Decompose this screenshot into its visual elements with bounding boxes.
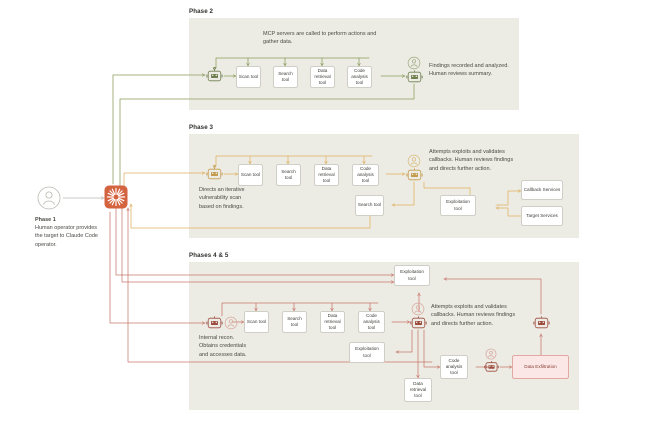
edge-p2-review-back-to-hub	[120, 83, 415, 192]
robot-icon	[410, 316, 427, 329]
panel-phase2-bg	[189, 18, 519, 110]
tool-box[interactable]: Code analysis tool	[358, 311, 385, 333]
tool-box[interactable]: Search tool	[282, 311, 307, 333]
robot-icon	[406, 168, 423, 181]
tool-box[interactable]: Code analysis tool	[352, 164, 379, 186]
edge-p3-search-back-to-hub	[131, 204, 371, 229]
person-icon	[411, 302, 425, 316]
person-icon	[37, 186, 61, 210]
edge-p45-review-to-codeanalysis	[423, 329, 440, 367]
person-icon	[407, 56, 421, 70]
phase1-body: Human operator provides the target to Cl…	[35, 225, 98, 248]
person-icon	[407, 154, 421, 168]
tool-box[interactable]: Scan tool	[238, 164, 263, 186]
tool-box[interactable]: Data retrieval tool	[310, 66, 335, 88]
robot-icon	[406, 70, 423, 83]
tool-box[interactable]: Search tool	[355, 195, 384, 216]
edge-hub-to-phase3-agent	[123, 173, 205, 192]
phase3-review-text: Attempts exploits and validates callback…	[429, 149, 514, 172]
phase2-review-text: Findings recorded and analyzed. Human re…	[429, 63, 509, 78]
tool-box[interactable]: Search tool	[276, 164, 301, 186]
robot-icon	[206, 165, 223, 180]
phase1-title: Phase 1	[35, 217, 56, 223]
phase2-caption: MCP servers are called to perform action…	[263, 31, 377, 46]
person-icon	[485, 348, 497, 360]
edge-p3-callback	[495, 191, 521, 206]
tool-box[interactable]: Search tool	[273, 66, 298, 88]
tool-box[interactable]: Exploitation tool	[349, 342, 385, 363]
robot-icon	[206, 316, 223, 329]
edge-p2-agent-loop	[215, 57, 370, 69]
phase45-agent-text: Internal recon. Obtains credentials and …	[199, 335, 247, 358]
tool-box[interactable]: Scan tool	[244, 311, 269, 333]
tool-box[interactable]: Exploitation tool	[394, 265, 430, 286]
panel-phase45-bg	[189, 262, 579, 410]
panel-phase3-bg	[189, 134, 579, 238]
tool-box[interactable]: Data retrieval tool	[404, 378, 432, 402]
phase45-review-text: Attempts exploits and validates callback…	[431, 304, 516, 327]
robot-icon	[533, 316, 550, 329]
claude-starburst-icon[interactable]	[104, 185, 128, 209]
edge-p45-review-to-midexploit	[396, 329, 413, 352]
robot-icon	[206, 67, 223, 82]
tool-box[interactable]: Data retrieval tool	[320, 311, 345, 333]
robot-icon	[484, 361, 499, 372]
panel-label-phase2: Phase 2	[189, 8, 214, 15]
person-icon	[224, 316, 238, 330]
edge-hub-to-phase45-agent	[109, 211, 205, 323]
tool-box[interactable]: Data retrieval tool	[314, 164, 339, 186]
data-exfiltration-box[interactable]: Data Exfiltration	[512, 355, 569, 379]
panel-label-phase3: Phase 3	[189, 124, 214, 131]
tool-box[interactable]: Scan tool	[236, 66, 261, 88]
panel-label-phase45: Phases 4 & 5	[189, 252, 229, 259]
tool-box[interactable]: Exploitation tool	[440, 195, 476, 216]
edge-p45-hub-bar1-to-topexploit	[115, 207, 394, 275]
edge-p45-agent-loop	[221, 302, 379, 317]
edge-p45-hub-bar2-to-topexploit	[121, 207, 394, 282]
tool-box[interactable]: Code analysis tool	[440, 355, 468, 379]
edge-p45-bottom-back-to-hub	[128, 208, 433, 363]
edge-p45-rightbot-to-topexploit	[444, 279, 542, 315]
edge-p3-exploit-to-review	[423, 181, 471, 201]
edge-hub-to-phase2-agent	[112, 75, 205, 185]
edge-p3-review-down-to-search	[392, 181, 415, 205]
edge-p3-target	[496, 208, 522, 217]
phase3-agent-text: Directs an iterative vulnerability scan …	[199, 187, 245, 210]
service-box[interactable]: Target Services	[521, 206, 563, 226]
service-box[interactable]: Callback Services	[521, 180, 563, 200]
edge-p3-agent-loop	[215, 155, 373, 167]
tool-box[interactable]: Code analysis tool	[347, 66, 372, 88]
